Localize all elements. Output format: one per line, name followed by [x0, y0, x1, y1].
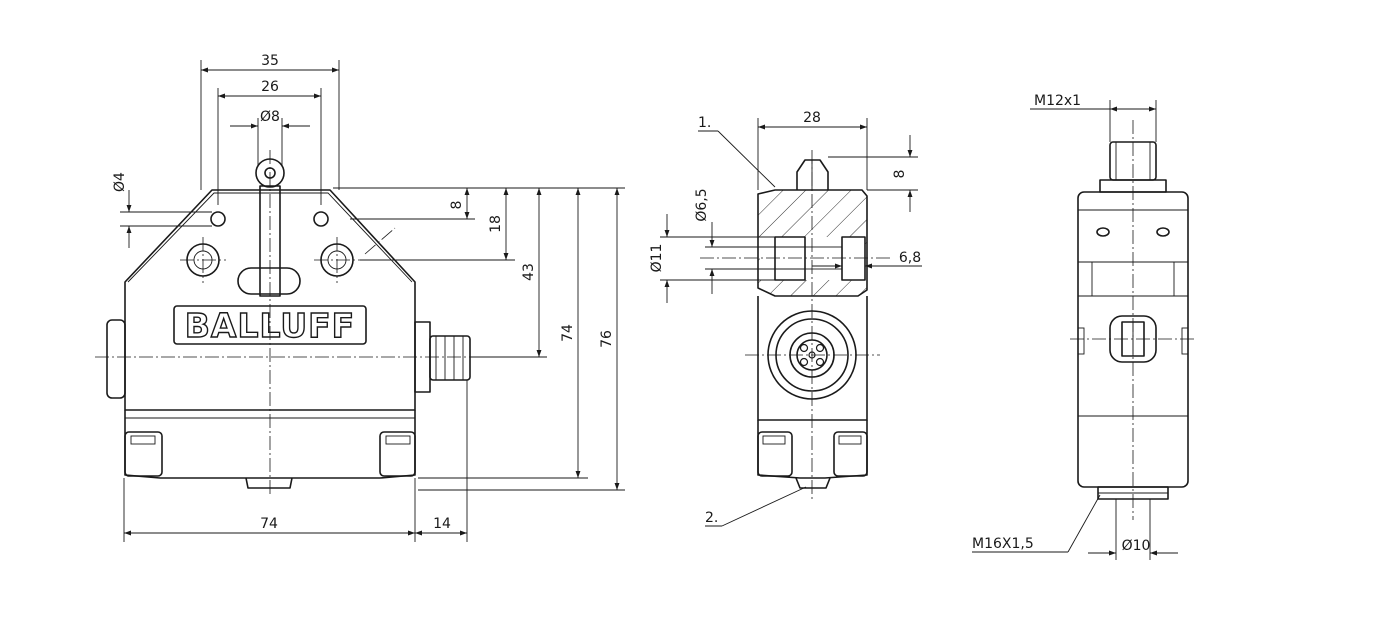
callout-2: 2.	[705, 510, 718, 526]
dim-thread-m12: M12x1	[1034, 93, 1081, 109]
right-slot-left	[1096, 227, 1110, 237]
housing-inner-outline	[127, 192, 413, 283]
dim-width-35: 35	[261, 53, 279, 69]
dim-height-43: 43	[521, 263, 537, 281]
lever-slot	[237, 267, 301, 295]
dim-dia-4: Ø4	[112, 172, 128, 192]
dim-height-76: 76	[599, 330, 615, 348]
side-plunger	[796, 159, 829, 190]
front-view: BALLUFF 35 26 Ø8	[95, 53, 625, 542]
dim-side-dia-11: Ø11	[649, 244, 665, 273]
side-view: 28 8 Ø6,5 Ø11 6,8 1. 2.	[649, 110, 922, 527]
dim-side-length-6-8: 6,8	[899, 250, 921, 266]
side-cap-left	[106, 319, 126, 399]
foot-slot-right	[385, 435, 411, 445]
dim-side-height-8: 8	[892, 170, 908, 179]
connector-m12	[429, 335, 471, 381]
bottom-thread	[245, 477, 293, 489]
dim-height-74: 74	[560, 324, 576, 342]
callout-1: 1.	[698, 115, 711, 131]
dim-height-18: 18	[488, 215, 504, 233]
dim-dia-10: Ø10	[1122, 538, 1151, 554]
dim-width-74: 74	[260, 516, 278, 532]
hole-small-left	[210, 211, 226, 227]
section-outline	[757, 189, 868, 297]
dim-height-8: 8	[449, 201, 465, 210]
right-view: M12x1 M16X1,5 Ø10	[972, 93, 1196, 560]
side-base	[757, 420, 868, 479]
dim-side-dia-6-5: Ø6,5	[694, 188, 710, 221]
hole-small-right	[313, 211, 329, 227]
dim-width-26: 26	[261, 79, 279, 95]
base-foot-right	[379, 431, 416, 477]
base-foot-left	[124, 431, 163, 477]
dim-thread-m16: M16X1,5	[972, 536, 1034, 552]
brand-logo: BALLUFF	[185, 306, 355, 345]
dim-width-14: 14	[433, 516, 451, 532]
foot-slot-left	[130, 435, 156, 445]
dim-dia-8: Ø8	[260, 109, 280, 125]
dim-side-width-28: 28	[803, 110, 821, 126]
right-slot-right	[1156, 227, 1170, 237]
side-body	[757, 296, 868, 421]
